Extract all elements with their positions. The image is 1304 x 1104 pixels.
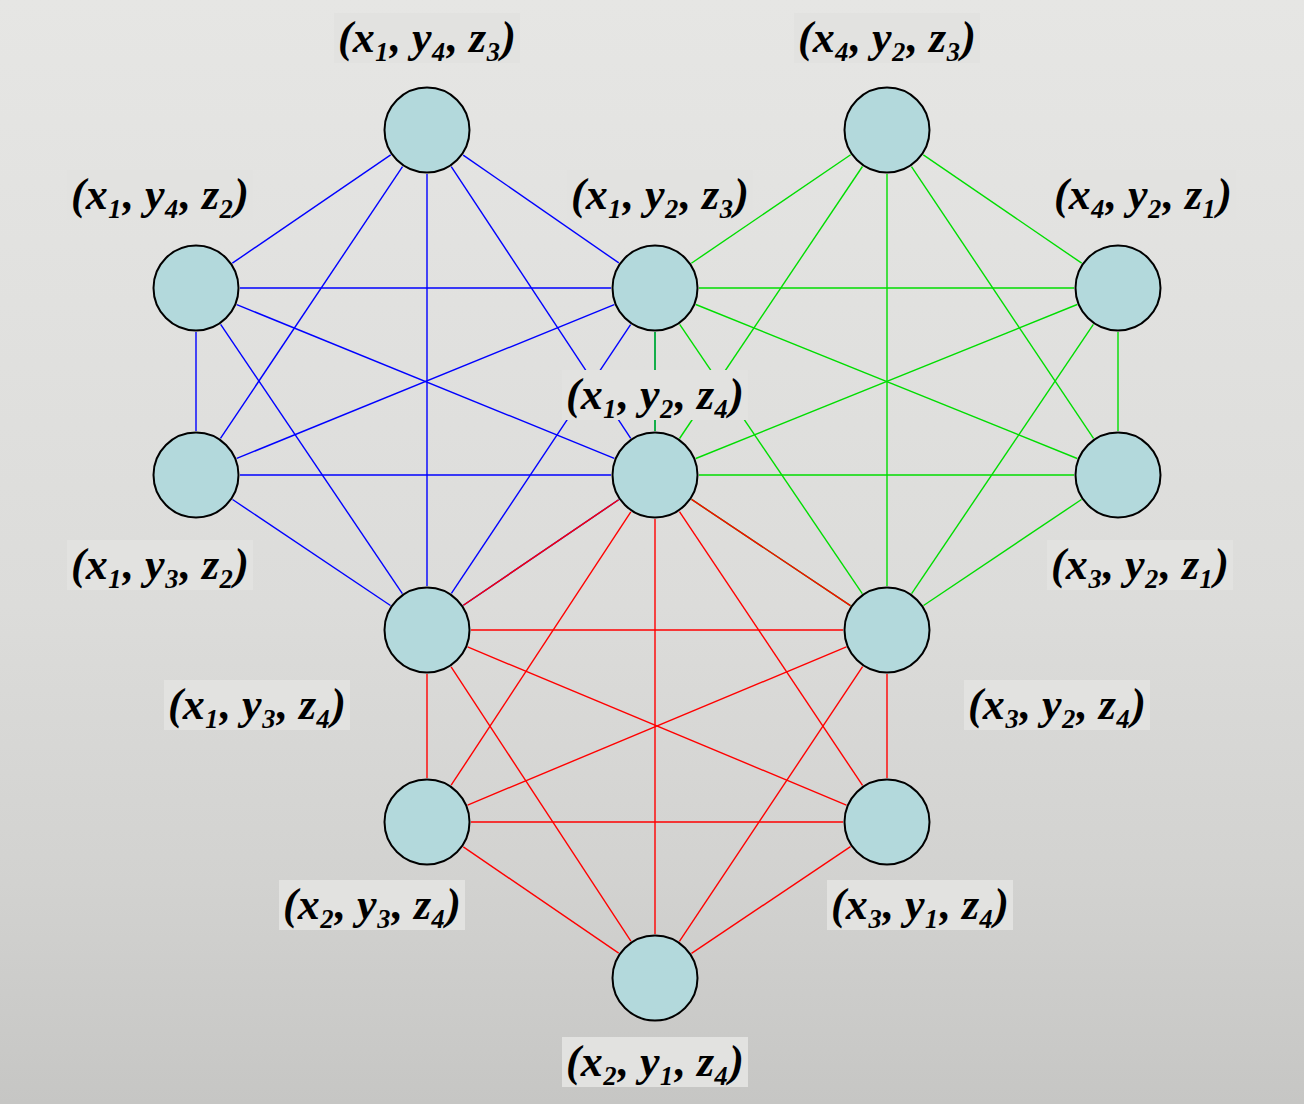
vertex-label: (x₄, y₂, z₃) [794,13,980,64]
vertex-circle: (x₃, y₂, z₄) [843,586,931,674]
vertex-circle: (x₁, y₄, z₂) [152,244,240,332]
circle-shape [611,244,699,332]
clique-edge [886,674,887,778]
circle-outline [613,246,698,331]
clique-edge [692,499,851,605]
clique-edge [471,821,843,822]
clique-edge [463,500,618,606]
vertex-circle: (x₁, y₂, z₃) [611,244,699,332]
circle-outline [385,88,470,173]
vertex-circle: (x₃, y₁, z₄) [843,778,931,866]
circle-outline [385,588,470,673]
vertex-circle: (x₂, y₃, z₄) [383,778,471,866]
circle-shape [1074,431,1162,519]
clique-edge [237,305,615,459]
circle-outline [154,246,239,331]
vertex-label: (x₁, y₂, z₄) [562,370,748,421]
vertex-circle: (x₁, y₂, z₄) [611,431,699,519]
circle-shape [152,244,240,332]
vertex-label: (x₄, y₂, z₁) [1050,170,1236,221]
circle-outline [845,780,930,865]
vertex-circle: (x₁, y₄, z₃) [383,86,471,174]
clique-edge [1117,332,1118,431]
clique-edge [451,512,631,785]
circle-shape [383,86,471,174]
circle-outline [1076,433,1161,518]
vertex-circle: (x₁, y₃, z₂) [152,431,240,519]
circle-shape [611,431,699,519]
vertex-label: (x₃, y₁, z₄) [827,880,1013,931]
clique-edge [463,500,618,606]
circle-shape [843,586,931,674]
clique-edge [468,647,847,805]
vertex-label: (x₁, y₃, z₄) [164,680,350,731]
circle-outline [385,780,470,865]
circle-outline [613,433,698,518]
circle-shape [383,778,471,866]
clique-edge [696,304,1077,458]
clique-edge [237,305,615,459]
vertex-circle: (x₃, y₂, z₁) [1074,431,1162,519]
circle-outline [154,433,239,518]
clique-edge [692,499,851,605]
clique-edge [240,287,611,288]
vertex-circle: (x₄, y₂, z₁) [1074,244,1162,332]
vertex-circle: (x₁, y₃, z₄) [383,586,471,674]
vertex-label: (x₁, y₄, z₂) [67,170,253,221]
circle-outline [845,588,930,673]
circle-shape [1074,244,1162,332]
clique-edge [195,332,196,431]
vertex-label: (x₁, y₃, z₂) [67,540,253,591]
clique-edge [696,304,1077,458]
vertex-label: (x₂, y₁, z₄) [562,1037,748,1088]
vertex-circle: (x₂, y₁, z₄) [611,934,699,1022]
clique-edge [471,629,843,630]
clique-edge [468,647,847,805]
clique-edge [240,474,611,475]
clique-edge [886,174,887,586]
circle-shape [843,86,931,174]
circle-outline [613,936,698,1021]
vertex-circle: (x₄, y₂, z₃) [843,86,931,174]
clique-edge [679,512,862,786]
circle-outline [845,88,930,173]
circle-shape [383,586,471,674]
circle-shape [843,778,931,866]
vertex-label: (x₃, y₂, z₄) [964,680,1150,731]
clique-edge [463,847,618,953]
clique-edge [699,287,1074,288]
vertex-label: (x₁, y₄, z₃) [334,13,520,64]
circle-shape [611,934,699,1022]
vertex-label: (x₂, y₃, z₄) [279,880,465,931]
clique-edge [699,474,1074,475]
vertex-label: (x₁, y₂, z₃) [567,170,753,221]
clique-edge [232,155,390,263]
clique-edge [233,500,391,606]
clique-edge [426,674,427,778]
circle-shape [152,431,240,519]
vertex-label: (x₃, y₂, z₁) [1047,540,1233,591]
circle-outline [1076,246,1161,331]
